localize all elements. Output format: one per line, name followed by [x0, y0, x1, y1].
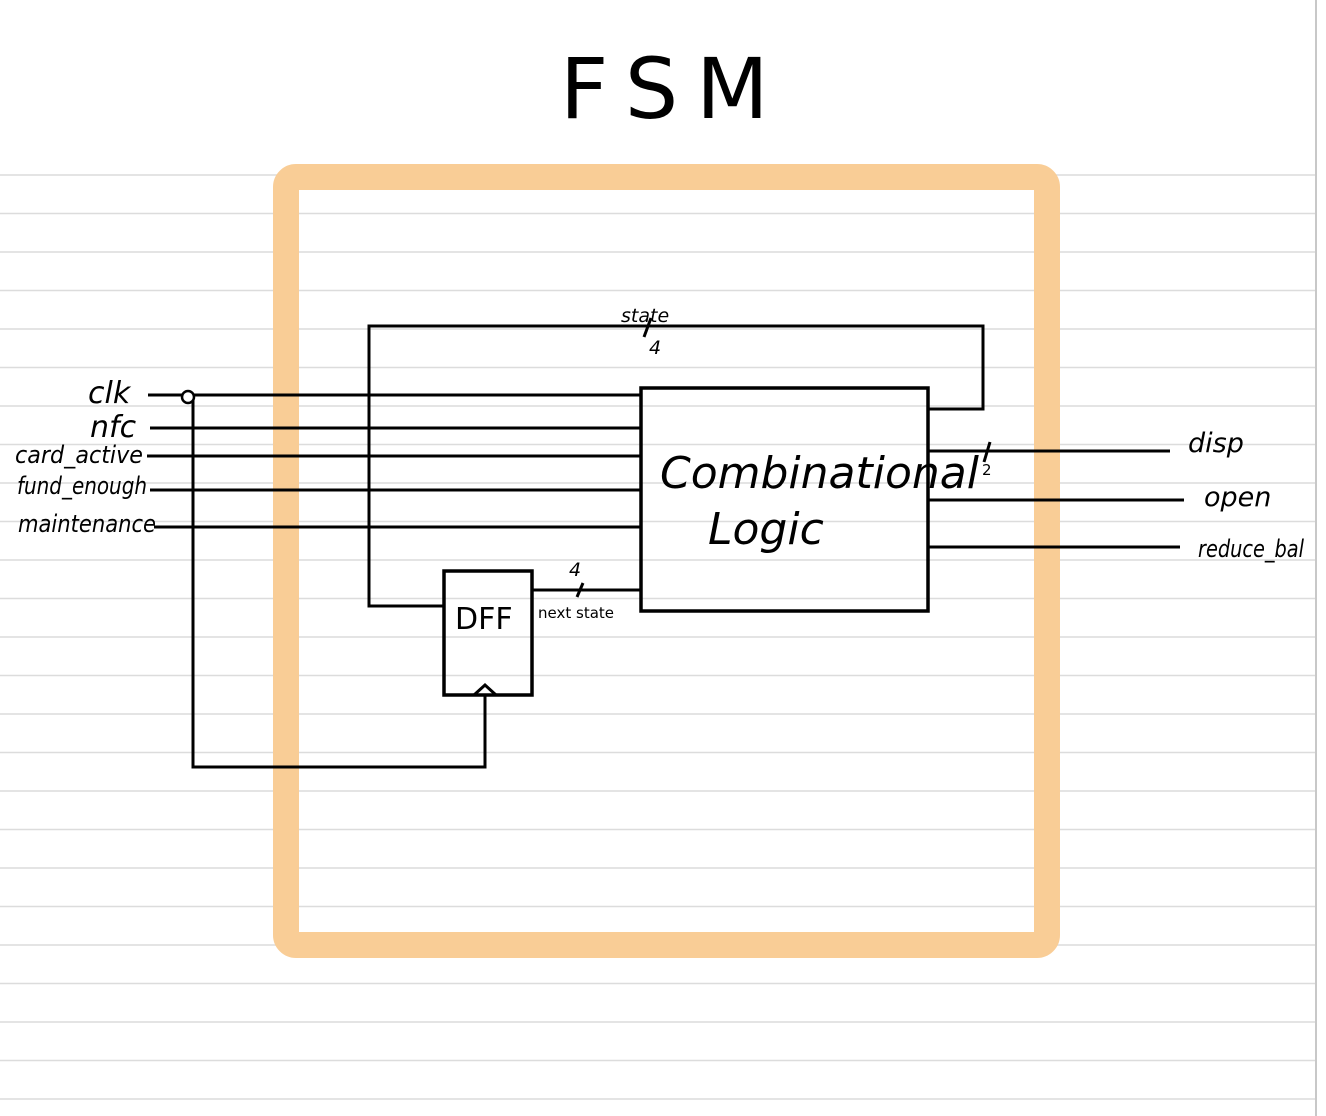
- disp-bus-slash: [982, 441, 992, 463]
- state-bus-name: state: [621, 305, 669, 327]
- disp-bus-width: 2: [982, 461, 992, 479]
- output-label-disp: disp: [1188, 428, 1244, 459]
- output-label-open: open: [1204, 482, 1271, 513]
- state-bus-width: 4: [649, 337, 661, 359]
- input-label-nfc: nfc: [90, 410, 137, 445]
- clk-junction: [180, 389, 196, 405]
- next-state-bus-width: 4: [569, 559, 581, 581]
- input-label-card-active: card_active: [15, 441, 143, 469]
- input-label-maintenance: maintenance: [18, 510, 156, 538]
- output-label-reduce-bal: reduce_bal: [1198, 535, 1304, 563]
- dff-block: [442, 569, 534, 697]
- paper-lines: [0, 174, 1316, 1100]
- combinational-label-line1: Combinational: [660, 448, 980, 499]
- clk-to-dff-wire: [191, 400, 487, 769]
- combinational-label-line2: Logic: [708, 504, 824, 555]
- fsm-boundary: [273, 164, 1060, 958]
- next-state-bus-slash: [575, 582, 585, 598]
- dff-label: DFF: [455, 602, 513, 637]
- state-bus-slash: [642, 317, 653, 338]
- state-feedback-wire: [367, 324, 985, 608]
- diagram-title: FSM: [560, 40, 787, 138]
- input-label-fund-enough: fund_enough: [17, 472, 147, 500]
- next-state-bus-name: next state: [538, 604, 614, 622]
- input-label-clk: clk: [88, 376, 132, 411]
- dff-clock-triangle: [472, 682, 498, 697]
- combinational-logic-block: [639, 386, 930, 613]
